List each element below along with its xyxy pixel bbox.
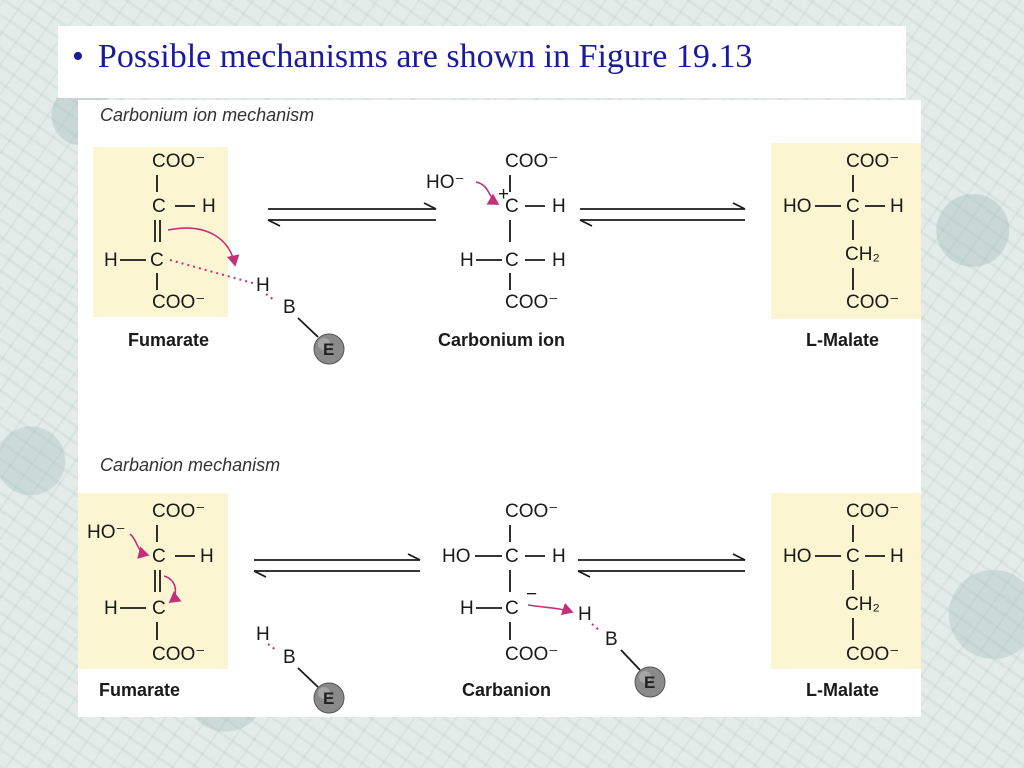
enzyme-label: E xyxy=(323,340,334,359)
malate-label: L-Malate xyxy=(806,330,879,350)
malate-top-coo: COO⁻ xyxy=(846,151,899,172)
base-h: H xyxy=(256,275,270,296)
malate-bottom-coo: COO⁻ xyxy=(846,292,899,313)
malate-label: L-Malate xyxy=(806,680,879,700)
figure-19-13: Carbonium ion mechanism COO⁻ C H H C COO… xyxy=(78,100,921,717)
fumarate-label: Fumarate xyxy=(99,680,180,700)
malate-highlight-box xyxy=(771,493,921,669)
anion-c1: C xyxy=(505,546,519,567)
fumarate-bottom-coo: COO⁻ xyxy=(152,644,205,665)
fumarate-label: Fumarate xyxy=(128,330,209,350)
carbonium-ion-structure: COO⁻ HO⁻ + C H H C H COO⁻ xyxy=(426,151,566,313)
fumarate-highlight-box xyxy=(78,493,228,669)
slide-title: • Possible mechanisms are shown in Figure… xyxy=(72,38,752,76)
ion-c2: C xyxy=(505,250,519,271)
mechanism-diagram: Carbonium ion mechanism COO⁻ C H H C COO… xyxy=(78,105,921,714)
fumarate-c1: C xyxy=(152,546,166,567)
fumarate-structure: COO⁻ HO⁻ C H H C COO⁻ xyxy=(87,501,214,665)
electron-arrow-icon xyxy=(167,227,240,267)
equilibrium-arrow-icon xyxy=(579,202,746,227)
fumarate-h1: H xyxy=(200,546,214,567)
malate-ch2: CH₂ xyxy=(845,244,880,265)
malate-h1: H xyxy=(890,546,904,567)
enzyme-ball-icon: E xyxy=(313,333,345,365)
hydroxide-attack-arrow-icon xyxy=(475,181,500,205)
fumarate-top-coo: COO⁻ xyxy=(152,151,205,172)
anion-ho: HO xyxy=(442,546,471,567)
fumarate-h1: H xyxy=(202,196,216,217)
ion-h1: H xyxy=(552,196,566,217)
fumarate-structure: COO⁻ C H H C COO⁻ xyxy=(104,151,216,313)
malate-structure: COO⁻ HO C H CH₂ COO⁻ xyxy=(783,501,904,665)
anion-c2: C xyxy=(505,598,519,619)
fumarate-ho: HO⁻ xyxy=(87,522,126,543)
base-h: H xyxy=(256,624,270,645)
malate-ho: HO xyxy=(783,196,812,217)
proton-transfer-arrow-icon xyxy=(527,602,574,616)
enzyme-label: E xyxy=(644,673,655,692)
malate-ch2: CH₂ xyxy=(845,594,880,615)
fumarate-top-coo: COO⁻ xyxy=(152,501,205,522)
electron-shift-arrow-icon xyxy=(163,575,182,603)
bullet-icon: • xyxy=(72,38,84,75)
malate-top-coo: COO⁻ xyxy=(846,501,899,522)
carbanion-label: Carbanion xyxy=(462,680,551,700)
equilibrium-arrow-icon xyxy=(253,553,421,578)
fumarate-bottom-coo: COO⁻ xyxy=(152,292,205,313)
malate-bottom-coo: COO⁻ xyxy=(846,644,899,665)
ion-h2: H xyxy=(460,250,474,271)
carbanion-heading: Carbanion mechanism xyxy=(100,455,280,475)
malate-h1: H xyxy=(890,196,904,217)
anion-base-b: B xyxy=(605,629,618,650)
anion-bottom-coo: COO⁻ xyxy=(505,644,558,665)
ion-bottom-coo: COO⁻ xyxy=(505,292,558,313)
ion-top-coo: COO⁻ xyxy=(505,151,558,172)
ion-ho: HO⁻ xyxy=(426,172,465,193)
anion-h2: H xyxy=(460,598,474,619)
anion-base-h: H xyxy=(578,604,592,625)
hydroxide-attack-arrow-icon xyxy=(129,533,150,559)
malate-c1: C xyxy=(846,546,860,567)
ion-plus: + xyxy=(498,184,509,205)
carbonium-ion-label: Carbonium ion xyxy=(438,330,565,350)
enzyme-ball-icon: E xyxy=(313,682,345,714)
anion-top-coo: COO⁻ xyxy=(505,501,558,522)
fumarate-c2: C xyxy=(152,598,166,619)
malate-ho: HO xyxy=(783,546,812,567)
malate-structure: COO⁻ HO C H CH₂ COO⁻ xyxy=(783,151,904,313)
ion-h3: H xyxy=(552,250,566,271)
equilibrium-arrow-icon xyxy=(267,202,437,227)
carbanion-structure: COO⁻ HO C H H C − COO⁻ xyxy=(442,501,566,665)
anion-h1: H xyxy=(552,546,566,567)
malate-c1: C xyxy=(846,196,860,217)
fumarate-c1: C xyxy=(152,196,166,217)
slide-title-box: • Possible mechanisms are shown in Figure… xyxy=(58,26,906,98)
ion-c1: C xyxy=(505,196,519,217)
carbonium-heading: Carbonium ion mechanism xyxy=(100,105,314,125)
fumarate-h2: H xyxy=(104,598,118,619)
malate-highlight-box xyxy=(771,143,921,319)
base-b: B xyxy=(283,297,296,318)
fumarate-h2: H xyxy=(104,250,118,271)
equilibrium-arrow-icon xyxy=(577,553,746,578)
enzyme-ball-icon: E xyxy=(634,666,666,698)
enzyme-label: E xyxy=(323,689,334,708)
fumarate-c2: C xyxy=(150,250,164,271)
base-b: B xyxy=(283,647,296,668)
anion-minus: − xyxy=(526,584,537,605)
slide-title-text: Possible mechanisms are shown in Figure … xyxy=(97,38,753,75)
